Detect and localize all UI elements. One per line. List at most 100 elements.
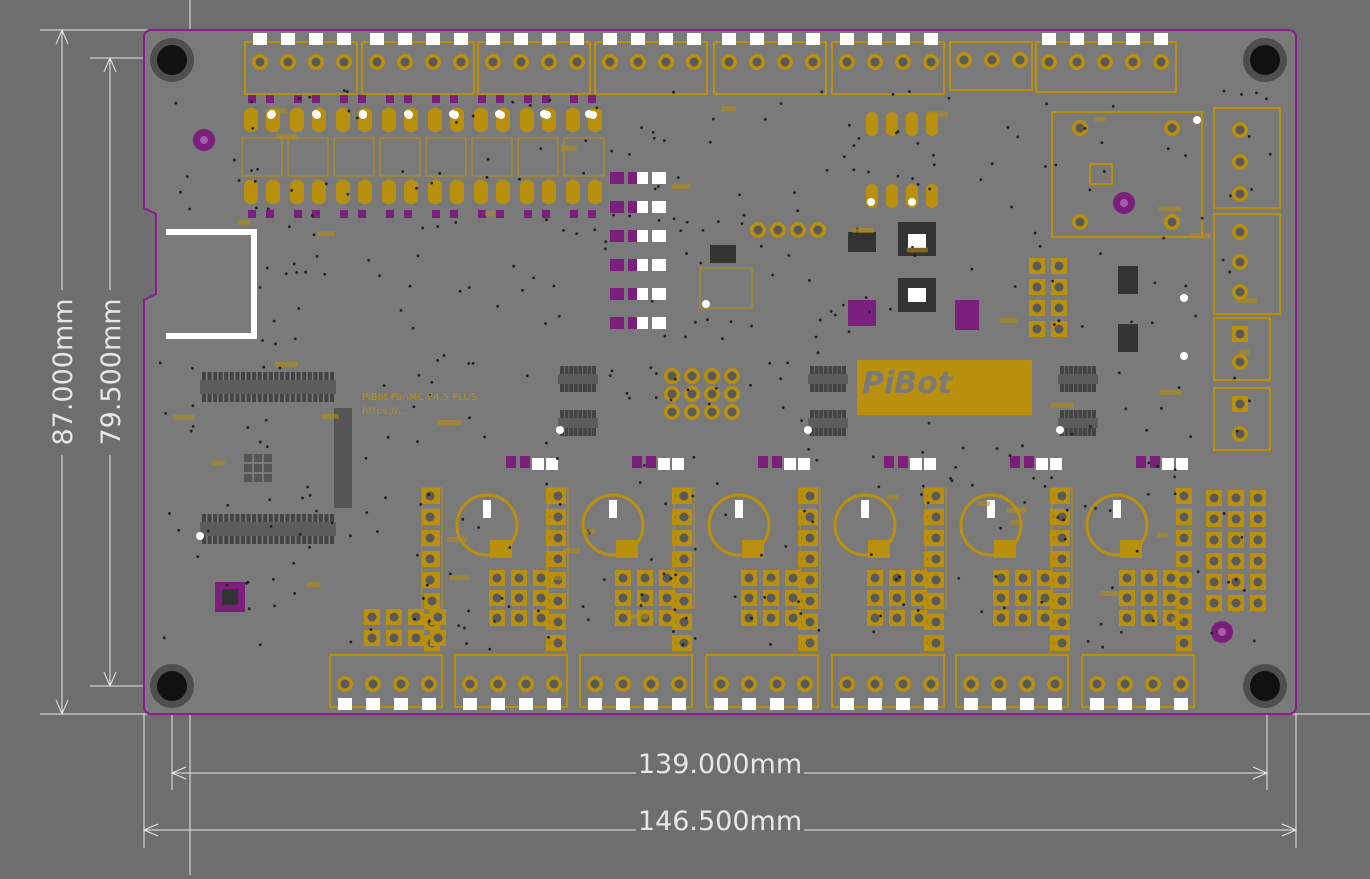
ic-pin bbox=[1078, 384, 1083, 392]
terminal-pin-hole bbox=[1072, 57, 1082, 67]
terminal-pin-hole bbox=[966, 679, 976, 689]
via bbox=[877, 485, 881, 489]
white-marker bbox=[196, 532, 204, 540]
header-pin-hole bbox=[707, 407, 717, 417]
silk-label bbox=[1239, 349, 1250, 355]
via bbox=[308, 494, 312, 497]
terminal-screw-mark bbox=[896, 33, 910, 45]
via bbox=[461, 517, 465, 521]
via bbox=[961, 446, 965, 450]
header-pin-hole bbox=[433, 612, 443, 622]
terminal-pin-hole bbox=[1050, 679, 1060, 689]
silk-label bbox=[1100, 590, 1122, 596]
via bbox=[297, 97, 301, 100]
jumper-pin-hole bbox=[1144, 613, 1154, 623]
fiducial-2-center bbox=[1120, 199, 1128, 207]
mosfet bbox=[710, 245, 736, 263]
ic-pin bbox=[819, 428, 824, 436]
terminal-block-bottom-3 bbox=[579, 654, 693, 708]
via bbox=[799, 612, 803, 616]
terminal-block-bottom-6 bbox=[955, 654, 1069, 708]
terminal-screw-mark bbox=[463, 698, 477, 710]
jumper-pin-hole bbox=[914, 593, 924, 603]
via bbox=[548, 98, 552, 102]
driver-pin-hole bbox=[805, 638, 815, 648]
jumper-pin-hole bbox=[618, 613, 628, 623]
via bbox=[552, 284, 556, 288]
ic-pin bbox=[257, 514, 262, 522]
via bbox=[898, 575, 901, 579]
white-marker bbox=[1056, 426, 1064, 434]
terminal-block-bottom-1 bbox=[329, 654, 443, 708]
driver-pin-hole bbox=[931, 554, 941, 564]
silk-label bbox=[581, 528, 596, 534]
relay-outline bbox=[1051, 111, 1203, 238]
ic-pin bbox=[274, 514, 279, 522]
via bbox=[595, 106, 599, 110]
ic-pin bbox=[1064, 410, 1069, 418]
white-marker bbox=[1180, 352, 1188, 360]
ic-pin bbox=[592, 366, 596, 374]
ic-pin bbox=[224, 536, 229, 544]
via bbox=[980, 610, 984, 614]
ic-pin bbox=[279, 394, 284, 402]
via bbox=[842, 155, 846, 159]
driver-pin-hole bbox=[1057, 554, 1067, 564]
relay-pin-hole bbox=[1167, 123, 1177, 133]
terminal-pin-hole bbox=[926, 679, 936, 689]
via bbox=[178, 190, 182, 194]
ic-pin bbox=[224, 514, 229, 522]
via bbox=[1147, 461, 1151, 465]
jumper-pin-hole bbox=[870, 573, 880, 583]
via bbox=[253, 179, 257, 183]
via bbox=[467, 362, 471, 365]
driver-pin-hole bbox=[553, 596, 563, 606]
ic-pin bbox=[263, 536, 268, 544]
terminal-screw-mark bbox=[896, 698, 910, 710]
via bbox=[308, 95, 312, 99]
jumper-pin-hole bbox=[788, 613, 798, 623]
via bbox=[511, 100, 515, 104]
diode-outline bbox=[471, 137, 513, 177]
ic-pin bbox=[324, 536, 329, 544]
via bbox=[1196, 570, 1200, 574]
via bbox=[706, 318, 709, 321]
bga-ball bbox=[244, 474, 252, 482]
via bbox=[295, 270, 299, 274]
silk-label bbox=[307, 582, 321, 588]
silk-label bbox=[447, 536, 468, 542]
white-marker bbox=[268, 110, 276, 118]
terminal-screw-mark bbox=[1126, 33, 1140, 45]
ic-pin bbox=[1069, 384, 1074, 392]
led-pad bbox=[1010, 456, 1020, 468]
silk-label bbox=[276, 134, 298, 140]
terminal-screw-mark bbox=[868, 33, 882, 45]
ic-pin bbox=[592, 428, 596, 436]
jumper-pin-hole bbox=[536, 593, 546, 603]
relay-pin-hole bbox=[1167, 217, 1177, 227]
driver-potentiometer bbox=[1085, 493, 1149, 557]
terminal-screw-mark bbox=[868, 698, 882, 710]
terminal-screw-mark bbox=[309, 33, 323, 45]
jumper-pin-hole bbox=[1018, 613, 1028, 623]
driver-pin-hole bbox=[1179, 533, 1189, 543]
via bbox=[1086, 639, 1090, 643]
ic-pin bbox=[213, 394, 218, 402]
terminal-pin-hole bbox=[311, 57, 321, 67]
diode-pad bbox=[926, 112, 938, 136]
led-pad bbox=[610, 259, 624, 271]
ic-pin bbox=[302, 372, 307, 380]
terminal-pin-hole bbox=[1092, 679, 1102, 689]
diode-pad bbox=[886, 112, 898, 136]
bga-ball bbox=[244, 454, 252, 462]
via bbox=[422, 597, 425, 600]
driver-pin-hole bbox=[931, 617, 941, 627]
via bbox=[1021, 444, 1024, 448]
driver-pin-hole bbox=[1057, 575, 1067, 585]
via bbox=[784, 544, 788, 548]
terminal-screw-mark bbox=[422, 698, 436, 710]
diode-pad bbox=[450, 180, 464, 204]
white-marker bbox=[702, 300, 710, 308]
via bbox=[1033, 231, 1037, 235]
terminal-pin-hole bbox=[772, 679, 782, 689]
